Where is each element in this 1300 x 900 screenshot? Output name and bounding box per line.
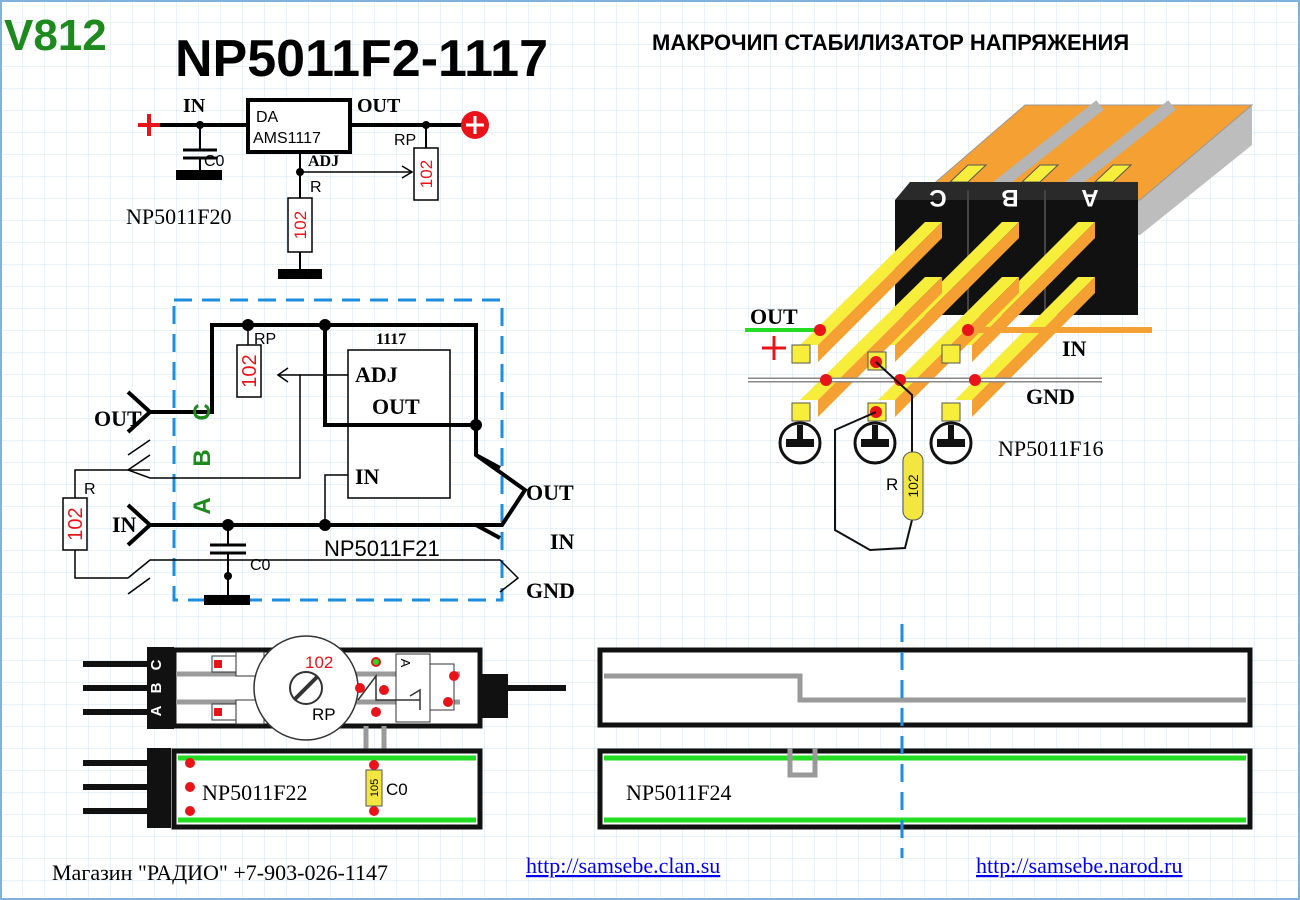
3d-pin-c-label: C xyxy=(929,184,946,211)
mid-c0-label: C0 xyxy=(250,557,271,574)
mid-pin-a-label: A xyxy=(189,497,216,514)
board-a-mark: A xyxy=(398,659,413,668)
top-c0-label: C0 xyxy=(204,153,225,170)
top-ic-designator: DA xyxy=(256,109,279,126)
footer-link-narod-text[interactable]: http://samsebe.narod.ru xyxy=(976,853,1183,878)
schematic-mid xyxy=(62,323,528,605)
pcb-bottom-view xyxy=(83,748,483,830)
version-badge: V812 xyxy=(4,11,107,60)
3d-out-label: OUT xyxy=(750,304,798,329)
junction-dot xyxy=(422,121,430,129)
mid-pin-b-label: B xyxy=(189,449,216,466)
3d-r-label: R xyxy=(886,475,898,494)
mid-rp-value: 102 xyxy=(239,354,261,387)
footer-shop: Магазин "РАДИО" +7-903-026-1147 xyxy=(52,860,388,885)
top-adj-label: ADJ xyxy=(308,153,339,170)
mid-r-label: R xyxy=(84,481,96,498)
3d-r-value: 102 xyxy=(905,474,921,498)
mid-adj-label: ADJ xyxy=(355,362,398,387)
plus-input-icon xyxy=(138,114,160,136)
mid-right-in-label: IN xyxy=(550,529,575,554)
plus-output-icon xyxy=(461,111,489,139)
junction-dot xyxy=(319,519,331,531)
mid-out-inner-label: OUT xyxy=(372,394,420,419)
mid-schematic-name: NP5011F21 xyxy=(324,536,440,561)
junction-dot xyxy=(470,419,482,431)
3d-in-label: IN xyxy=(1062,336,1087,361)
mid-chip-label: 1117 xyxy=(376,331,406,348)
page-subtitle: МАКРОЧИП СТАБИЛИЗАТОР НАПРЯЖЕНИЯ xyxy=(652,30,1129,55)
mid-left-in-label: IN xyxy=(112,512,137,537)
plus-3d-icon xyxy=(762,336,786,360)
mid-right-out-label: OUT xyxy=(526,480,574,505)
junction-dot xyxy=(196,121,204,129)
top-r-value: 102 xyxy=(291,211,310,239)
top-out-label: OUT xyxy=(357,95,401,117)
junction-dot xyxy=(296,168,304,176)
board-pin-a: A xyxy=(148,705,165,716)
board-pot-value: 102 xyxy=(305,653,333,672)
top-in-label: IN xyxy=(183,95,206,117)
mid-right-gnd-label: GND xyxy=(526,578,575,603)
junction-dot xyxy=(242,319,254,331)
pcb-top-view xyxy=(83,635,566,772)
mid-in-inner-label: IN xyxy=(355,464,380,489)
mid-r-value: 102 xyxy=(65,507,87,540)
pcb-right-bottom-view xyxy=(597,748,1253,830)
pcb-right-top-view xyxy=(597,647,1253,728)
3d-view-name: NP5011F16 xyxy=(998,436,1104,461)
top-r-label: R xyxy=(310,179,322,196)
top-rp-label: RP xyxy=(394,132,416,149)
mid-pin-c-label: C xyxy=(189,403,216,420)
board-bottom-name: NP5011F22 xyxy=(202,780,308,805)
junction-dot xyxy=(222,519,234,531)
board-rp-label: RP xyxy=(312,705,336,724)
top-schematic-name: NP5011F20 xyxy=(126,204,232,229)
3d-pin-b-label: B xyxy=(1001,184,1018,211)
mid-rp-label: RP xyxy=(254,331,276,348)
mid-left-out-label: OUT xyxy=(94,406,142,431)
board-right-name: NP5011F24 xyxy=(626,780,732,805)
footer-link-clan-text[interactable]: http://samsebe.clan.su xyxy=(526,853,720,878)
board-pin-b: B xyxy=(148,682,165,693)
3d-gnd-label: GND xyxy=(1026,384,1075,409)
top-rp-value: 102 xyxy=(417,160,436,188)
macrochip-outline xyxy=(172,298,504,602)
board-c0-label: C0 xyxy=(386,780,408,799)
top-ic-part: AMS1117 xyxy=(253,130,321,147)
footer-link-clan[interactable]: http://samsebe.clan.su xyxy=(526,853,720,878)
footer-link-narod[interactable]: http://samsebe.narod.ru xyxy=(976,853,1183,878)
board-cap-value: 105 xyxy=(369,779,381,797)
page-title: NP5011F2-1117 xyxy=(175,30,548,88)
junction-dot xyxy=(319,319,331,331)
board-pin-c: C xyxy=(148,659,165,670)
junction-dot xyxy=(224,572,232,580)
connector-3d xyxy=(745,100,1254,552)
schematic-top xyxy=(160,98,462,279)
3d-pin-a-label: A xyxy=(1081,184,1098,211)
